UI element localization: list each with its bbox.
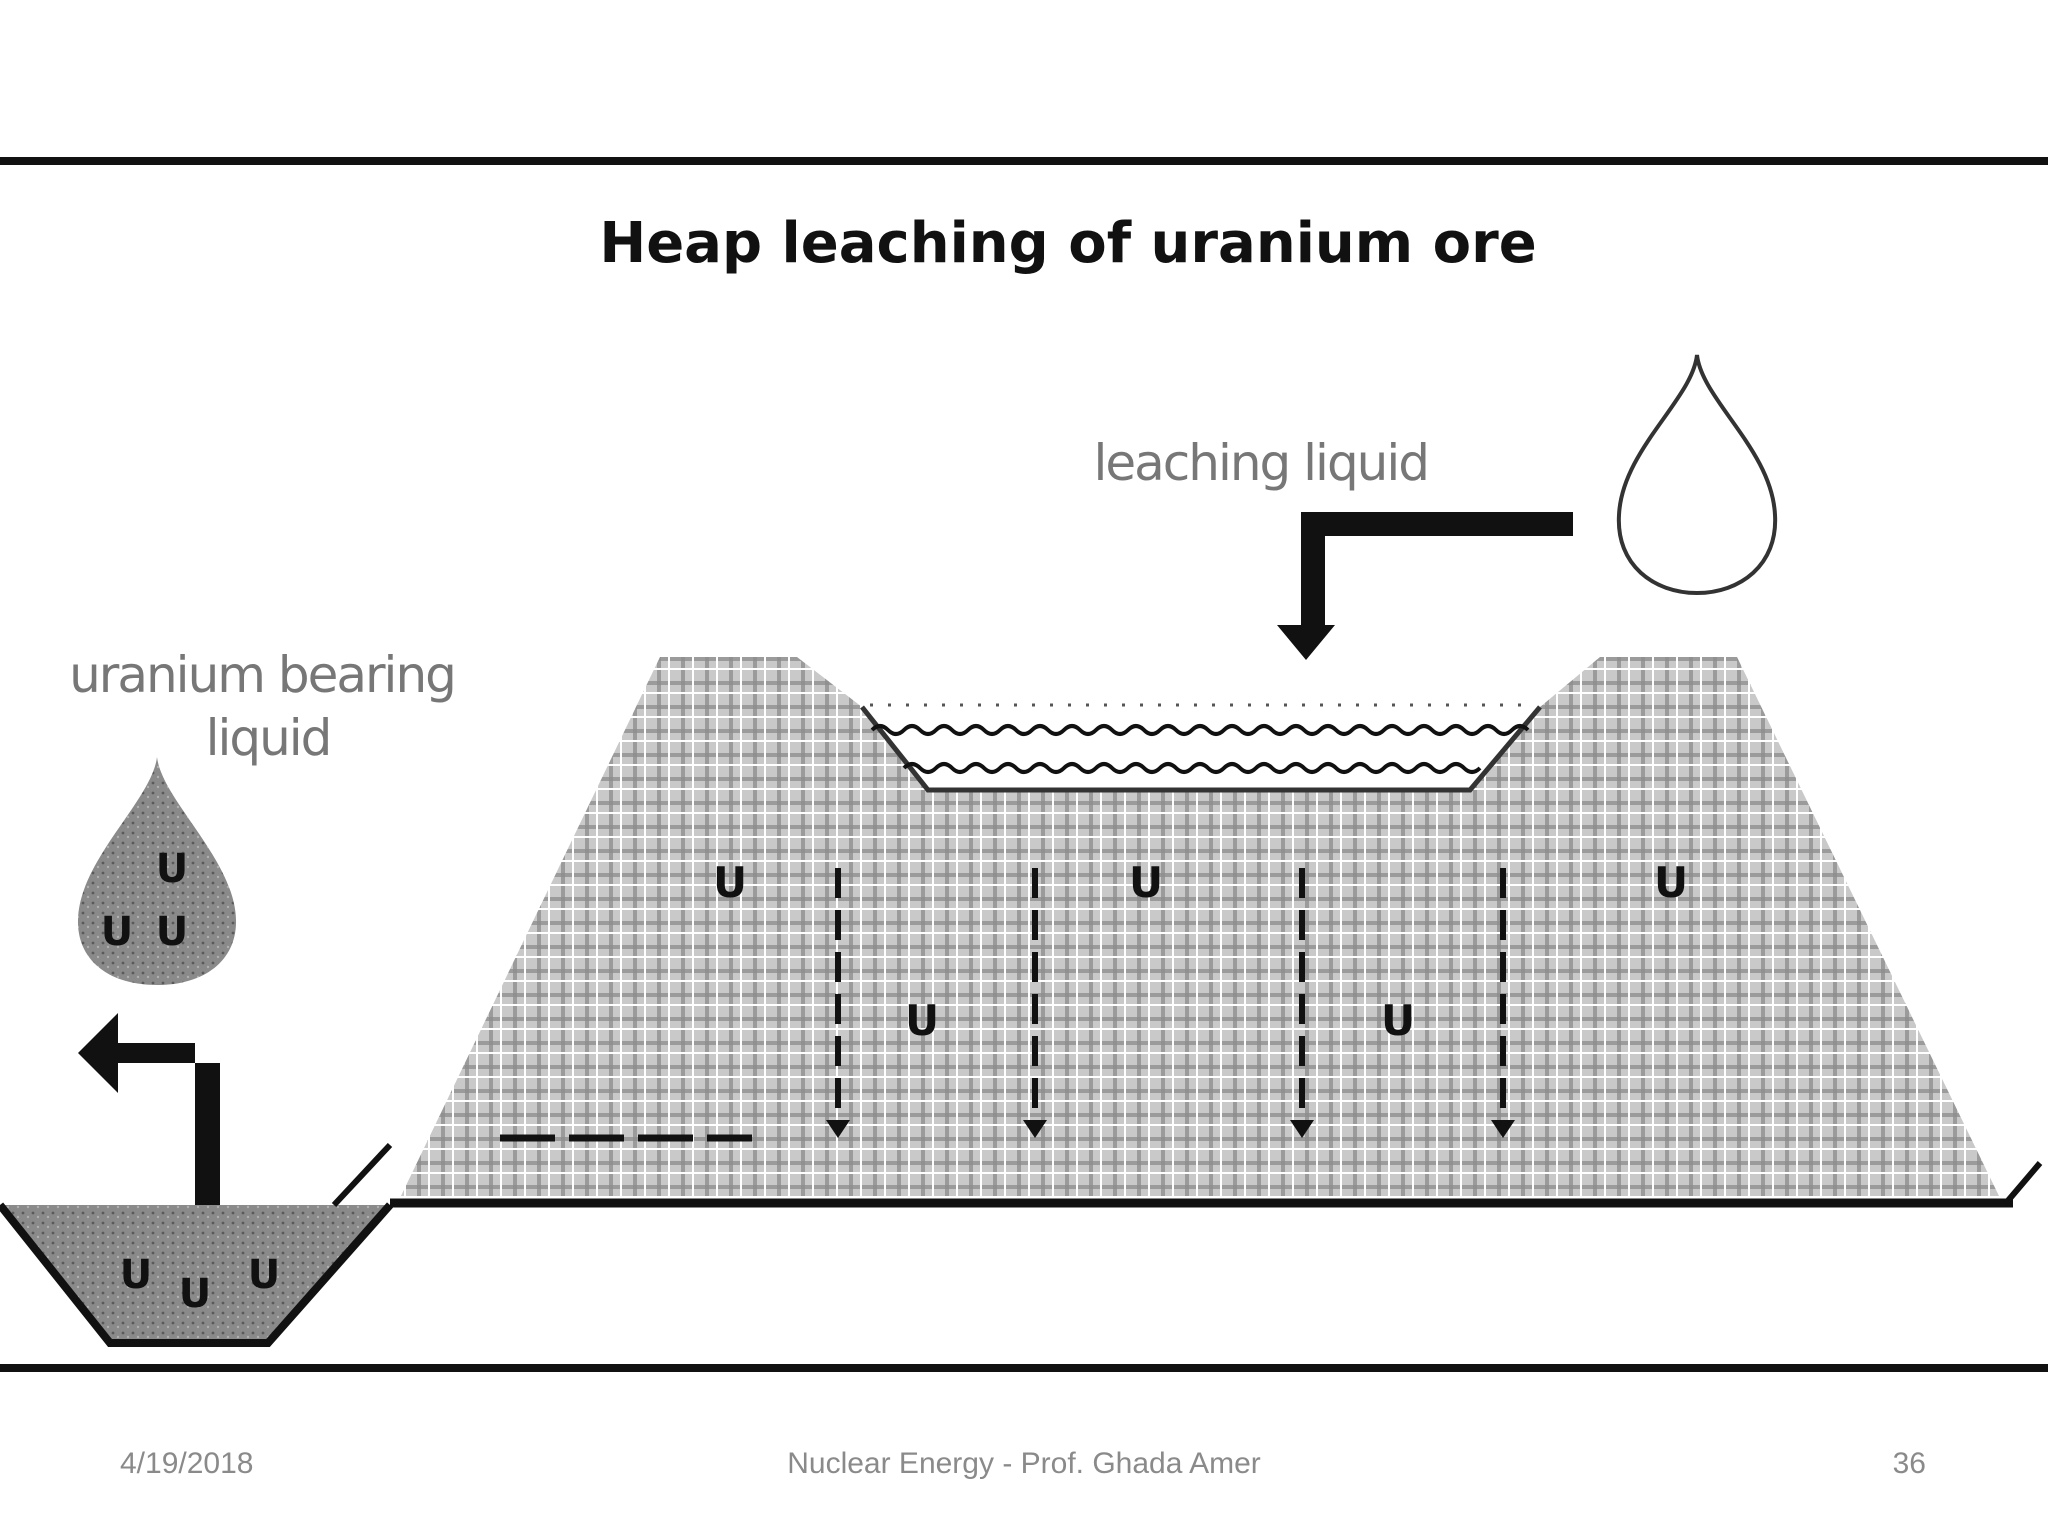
leaching-pond — [862, 707, 1540, 790]
right-ground-tick — [2003, 1161, 2043, 1205]
uranium-symbol: U — [248, 1252, 280, 1298]
collection-pond — [0, 1205, 390, 1343]
seepage-arrowheads — [826, 1120, 1515, 1138]
uranium-symbol: U — [101, 909, 133, 955]
bottom-rule — [0, 1364, 2048, 1372]
collection-return-arrow — [78, 1013, 220, 1205]
pond-edge-mark — [331, 1142, 393, 1208]
ore-heap — [400, 657, 2000, 1198]
pond-uranium-symbols: U U U — [120, 1252, 280, 1317]
heap-uranium-symbols: U U U U U — [713, 858, 1688, 1045]
collection-pond-outline — [0, 1202, 393, 1347]
footer-date: 4/19/2018 — [120, 1447, 254, 1480]
pond-outline — [860, 705, 1542, 793]
pond-wave-1 — [870, 724, 1530, 736]
seepage-arrows — [835, 868, 1506, 1122]
seepage-arrowhead-2 — [1023, 1120, 1047, 1138]
footer-page-number: 36 — [1892, 1447, 1926, 1480]
seepage-arrowhead-1 — [826, 1120, 850, 1138]
drop-uranium-symbols: U U U — [101, 846, 188, 955]
uranium-bearing-label-line1: uranium bearing — [69, 646, 455, 704]
diagram-title: Heap leaching of uranium ore — [599, 211, 1536, 276]
uranium-bearing-label-line2: liquid — [206, 709, 331, 767]
leaching-liquid-drop-icon — [1616, 354, 1778, 596]
uranium-symbol: U — [1381, 996, 1415, 1045]
uranium-bearing-drop-icon — [77, 757, 237, 985]
uranium-symbol: U — [1654, 858, 1688, 907]
leaching-liquid-label: leaching liquid — [1093, 434, 1428, 492]
uranium-symbol: U — [713, 858, 747, 907]
uranium-symbol: U — [179, 1271, 211, 1317]
uranium-symbol: U — [1129, 858, 1163, 907]
seepage-arrowhead-3 — [1290, 1120, 1314, 1138]
pond-wave-2 — [902, 762, 1482, 774]
top-rule — [0, 157, 2048, 165]
uranium-symbol: U — [905, 996, 939, 1045]
uranium-symbol: U — [156, 846, 188, 892]
seepage-arrowhead-4 — [1491, 1120, 1515, 1138]
uranium-symbol: U — [156, 909, 188, 955]
footer-title: Nuclear Energy - Prof. Ghada Amer — [787, 1447, 1261, 1480]
leaching-liquid-arrow — [1277, 512, 1573, 660]
uranium-symbol: U — [120, 1252, 152, 1298]
